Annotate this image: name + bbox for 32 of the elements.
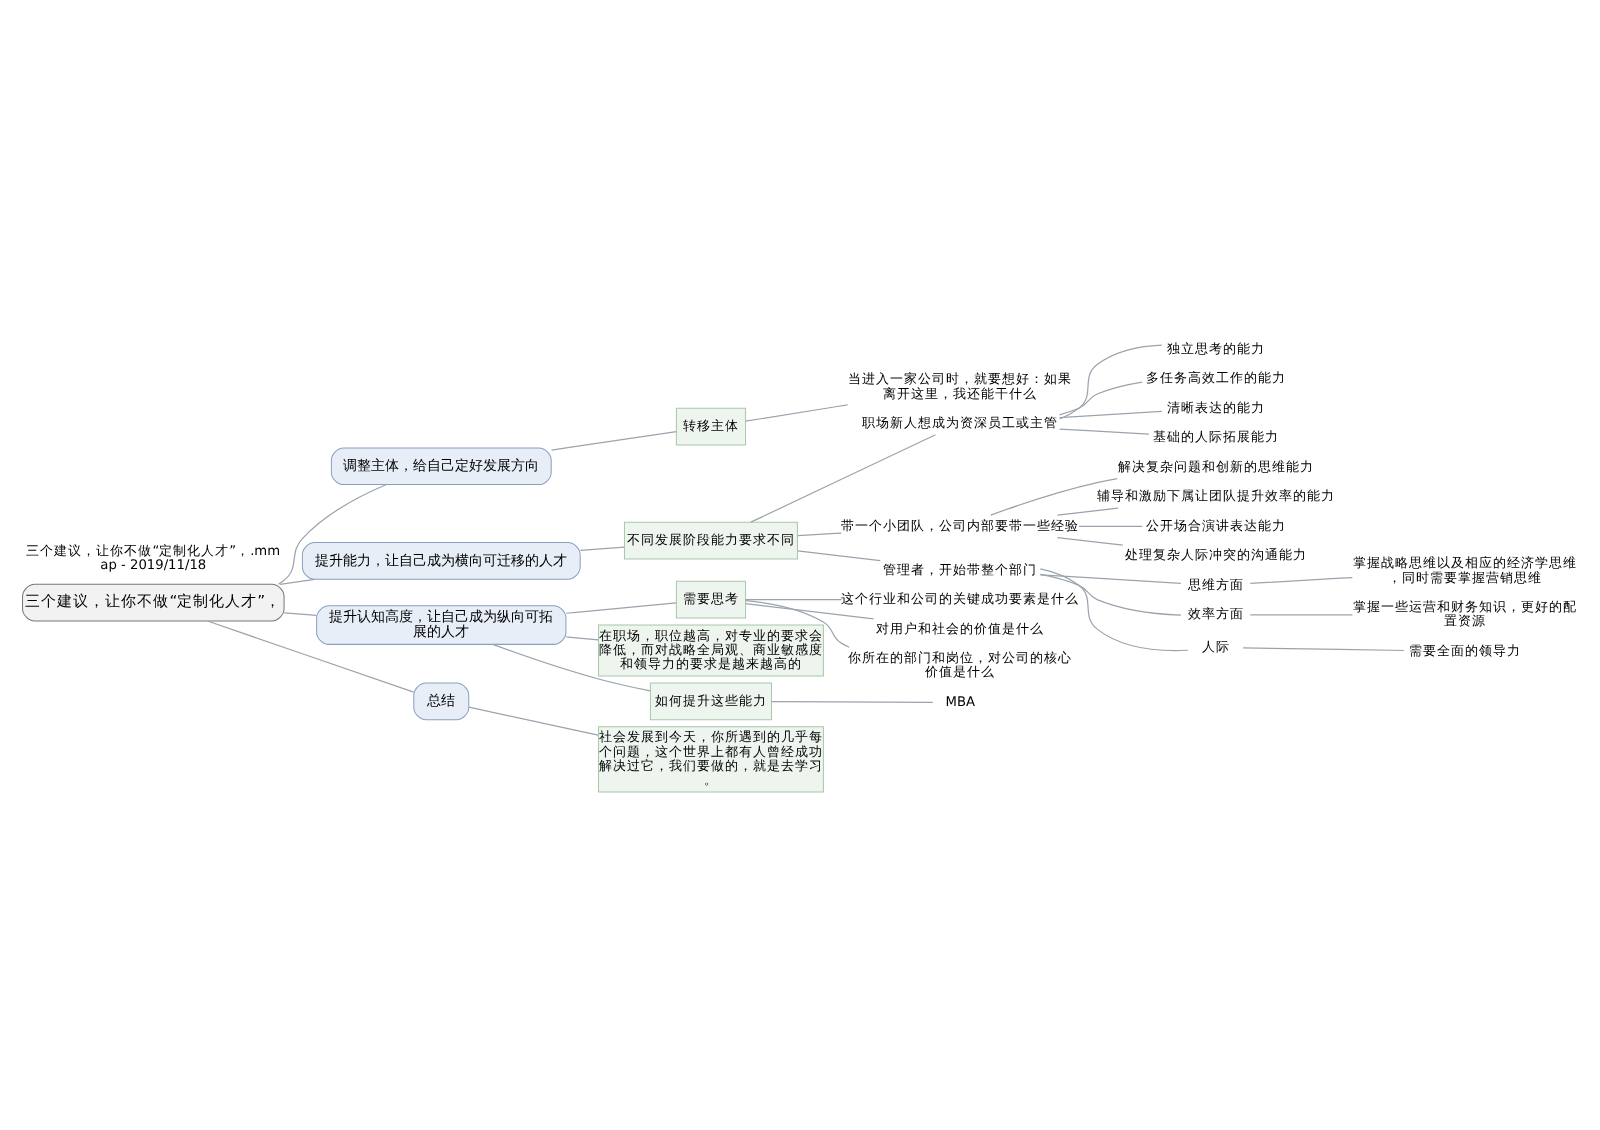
connector <box>1056 507 1119 516</box>
connector <box>283 612 317 616</box>
connector <box>1039 574 1182 584</box>
connector <box>797 532 842 537</box>
connector <box>745 600 850 648</box>
connector <box>206 620 415 693</box>
connector <box>565 602 677 614</box>
connector <box>492 643 651 692</box>
connector <box>797 550 881 562</box>
connector <box>550 430 677 451</box>
connector <box>1039 568 1189 652</box>
connector <box>770 701 934 703</box>
connector <box>279 578 316 585</box>
connector <box>1059 344 1163 420</box>
connector <box>565 636 599 641</box>
connector <box>579 546 625 552</box>
connector <box>468 706 599 736</box>
connector <box>1078 525 1143 527</box>
connector <box>1059 428 1150 435</box>
connector <box>1059 410 1163 419</box>
connector <box>1056 536 1124 546</box>
connector <box>1249 576 1353 585</box>
connector <box>1039 573 1182 616</box>
connector <box>744 599 843 601</box>
connector <box>1058 381 1143 416</box>
connector <box>990 477 1118 516</box>
connector <box>744 603 875 620</box>
connector <box>1249 614 1353 616</box>
connector <box>744 404 849 422</box>
connector <box>750 434 937 523</box>
connector <box>277 484 387 585</box>
connector <box>1242 647 1405 652</box>
